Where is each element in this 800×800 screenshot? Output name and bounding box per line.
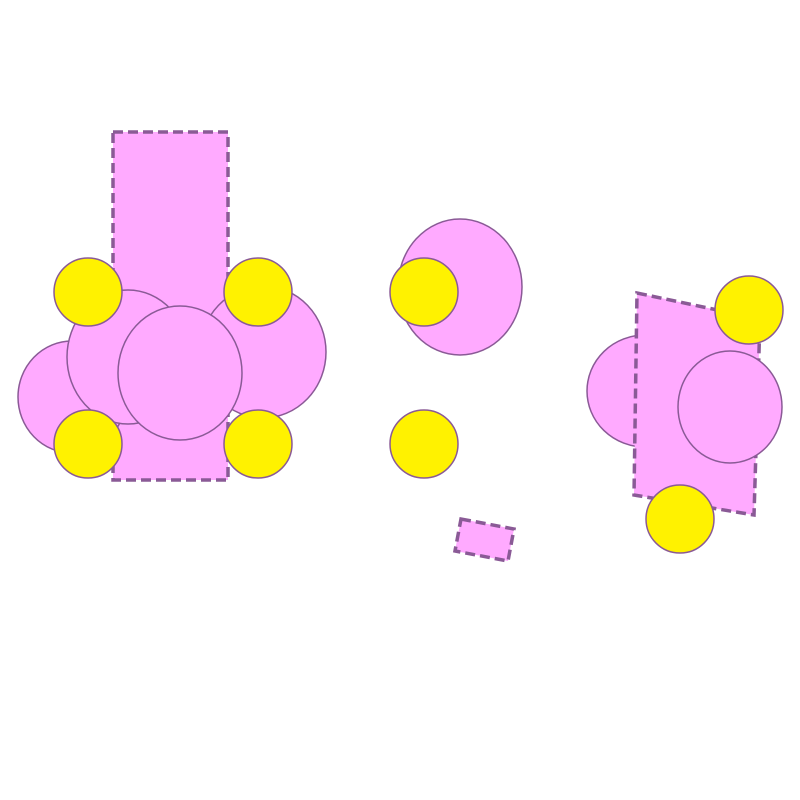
middle-small-dashed-rectangle: [452, 516, 517, 564]
middle-yellow-circle-bottom: [389, 409, 459, 479]
right-yellow-circle-bottom: [645, 484, 715, 554]
right-group: [586, 275, 784, 554]
left-yellow-circle-bottom-left: [53, 409, 123, 479]
right-yellow-circle-top: [714, 275, 784, 345]
left-yellow-circle-bottom-right: [223, 409, 293, 479]
middle-yellow-circle-top: [389, 257, 459, 327]
right-pink-circle-inner: [677, 350, 783, 464]
left-group: [17, 130, 327, 482]
left-yellow-circle-top-right: [223, 257, 293, 327]
middle-group: [389, 218, 523, 564]
left-yellow-circle-top-left: [53, 257, 123, 327]
left-pink-circle-center: [117, 305, 243, 441]
